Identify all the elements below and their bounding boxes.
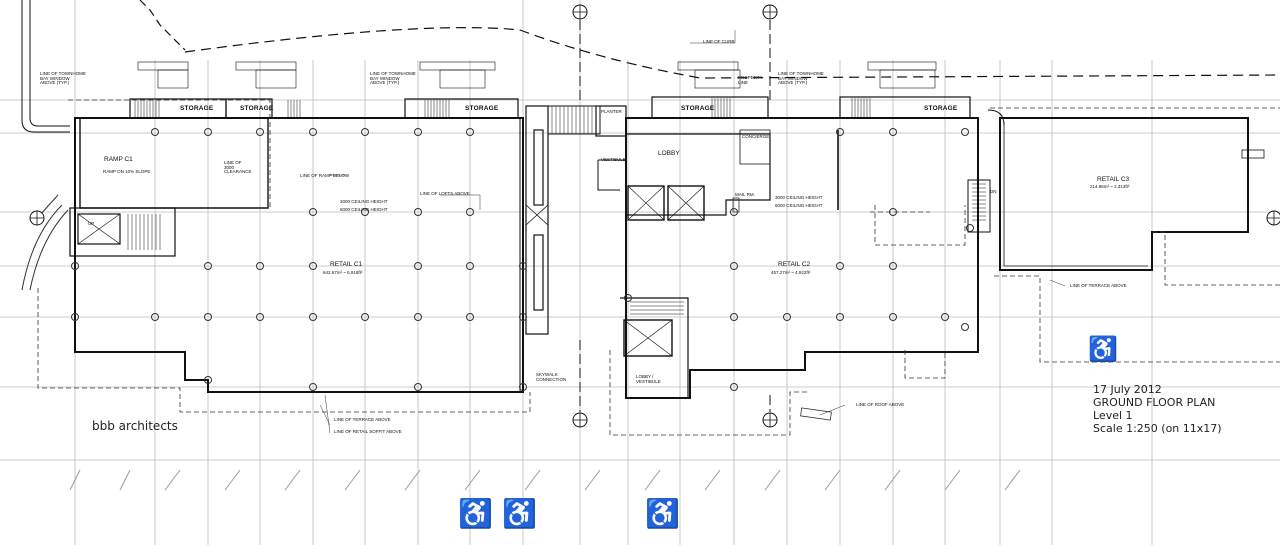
area-retail-c2: 457.27m² ~ 4,922ft² xyxy=(771,270,811,275)
misc-symbols xyxy=(732,197,832,421)
retail-c2-dashed xyxy=(609,205,966,436)
wheelchair-icon: ♿ xyxy=(1088,336,1118,363)
note-dn: DN xyxy=(990,189,997,194)
drawing-level: Level 1 xyxy=(1093,409,1133,422)
storage-label: STORAGE xyxy=(240,105,274,112)
east-stairs xyxy=(630,183,986,315)
note-ramp-below: LINE OF RAMP BELOW xyxy=(300,173,350,178)
note-ceiling-6000: 6000 CEILING HEIGHT xyxy=(340,207,388,212)
drawing-date: 17 July 2012 xyxy=(1093,383,1162,396)
note-roof-above: LINE OF ROOF ABOVE xyxy=(856,402,905,407)
retail-c2-outline xyxy=(597,117,979,399)
retail-c3-dashed xyxy=(990,107,1280,363)
note-retail-soffit: LINE OF RETAIL SOFFIT ABOVE xyxy=(334,429,402,434)
storage-label: STORAGE xyxy=(180,105,214,112)
room-label-lobby: LOBBY xyxy=(658,150,680,157)
storage-label: STORAGE xyxy=(465,105,499,112)
note-skywalk: SKYWALK CONNECTION xyxy=(536,372,567,382)
note-property-line: PROPERTY LINE xyxy=(738,75,763,85)
parking-stripes xyxy=(69,469,1021,491)
room-label-retail-c2: RETAIL C2 xyxy=(778,261,811,268)
storage-label: STORAGE xyxy=(924,105,958,112)
storage-blocks-north xyxy=(129,61,971,119)
note-terrace-c1: LINE OF TERRACE ABOVE xyxy=(334,417,391,422)
curb-and-property-lines xyxy=(21,0,1280,133)
area-retail-c1: 642.67m² ~ 6,918ft² xyxy=(323,270,363,275)
note-up: UP xyxy=(88,221,95,226)
room-label-lobby-vestibule: LOBBY / VESTIBULE xyxy=(636,374,661,384)
area-retail-c3: 214.86m² ~ 2,313ft² xyxy=(1090,184,1130,189)
note-lofts-above: LINE OF LOFTS ABOVE xyxy=(420,191,470,196)
retail-c3-outline xyxy=(967,109,1265,271)
curved-driveway xyxy=(21,194,69,291)
room-label-mail: MAIL RM. xyxy=(735,192,755,197)
dashed-section-lines xyxy=(579,20,771,412)
note-terrace-c3: LINE OF TERRACE ABOVE xyxy=(1070,283,1127,288)
retail-c1-outline xyxy=(74,117,524,393)
note-ceiling-6000-c2: 6000 CEILING HEIGHT xyxy=(775,203,823,208)
stairs-north xyxy=(134,98,871,117)
wheelchair-icon: ♿ xyxy=(502,498,537,529)
note-3000-clearance: LINE OF 3000 CLEARANCE xyxy=(224,160,252,174)
central-skywalk xyxy=(525,105,627,335)
note-townhome-bay-2: LINE OF TOWNHOME BAY WINDOW ABOVE (TYP.) xyxy=(370,71,416,85)
room-label-ramp: RAMP C1 xyxy=(104,156,133,163)
note-townhome-bay-1: LINE OF TOWNHOME BAY WINDOW ABOVE (TYP.) xyxy=(40,71,86,85)
room-label-retail-c3: RETAIL C3 xyxy=(1097,176,1130,183)
note-ramp-slope: RAMP ON 10% SLOPE xyxy=(103,169,151,174)
wheelchair-icon: ♿ xyxy=(645,498,680,529)
storage-label: STORAGE xyxy=(681,105,715,112)
drawing-title: GROUND FLOOR PLAN xyxy=(1093,396,1216,409)
west-stairs-elevator xyxy=(69,207,176,257)
leader-lines xyxy=(319,30,1066,434)
note-ceiling-3000: 3000 CEILING HEIGHT xyxy=(340,199,388,204)
note-line-of-curb: LINE OF CURB xyxy=(703,39,735,44)
room-label-vestibule: VESTIBULE xyxy=(601,157,626,162)
retail-c1-terrace-dashed xyxy=(37,99,531,413)
firm-name: bbb architects xyxy=(92,419,178,433)
room-label-planter: PLANTER xyxy=(601,109,622,114)
drawing-scale: Scale 1:250 (on 11x17) xyxy=(1093,422,1222,435)
room-label-concierge: CONCIERGE xyxy=(742,134,770,139)
note-ceiling-3000-c2: 3000 CEILING HEIGHT xyxy=(775,195,823,200)
grid-bubbles xyxy=(29,4,1280,428)
room-label-retail-c1: RETAIL C1 xyxy=(330,261,363,268)
structural-columns xyxy=(71,128,974,391)
note-townhome-bay-3: LINE OF TOWNHOME BAY WINDOW ABOVE (TYP.) xyxy=(778,71,824,85)
wheelchair-icon: ♿ xyxy=(458,498,493,529)
